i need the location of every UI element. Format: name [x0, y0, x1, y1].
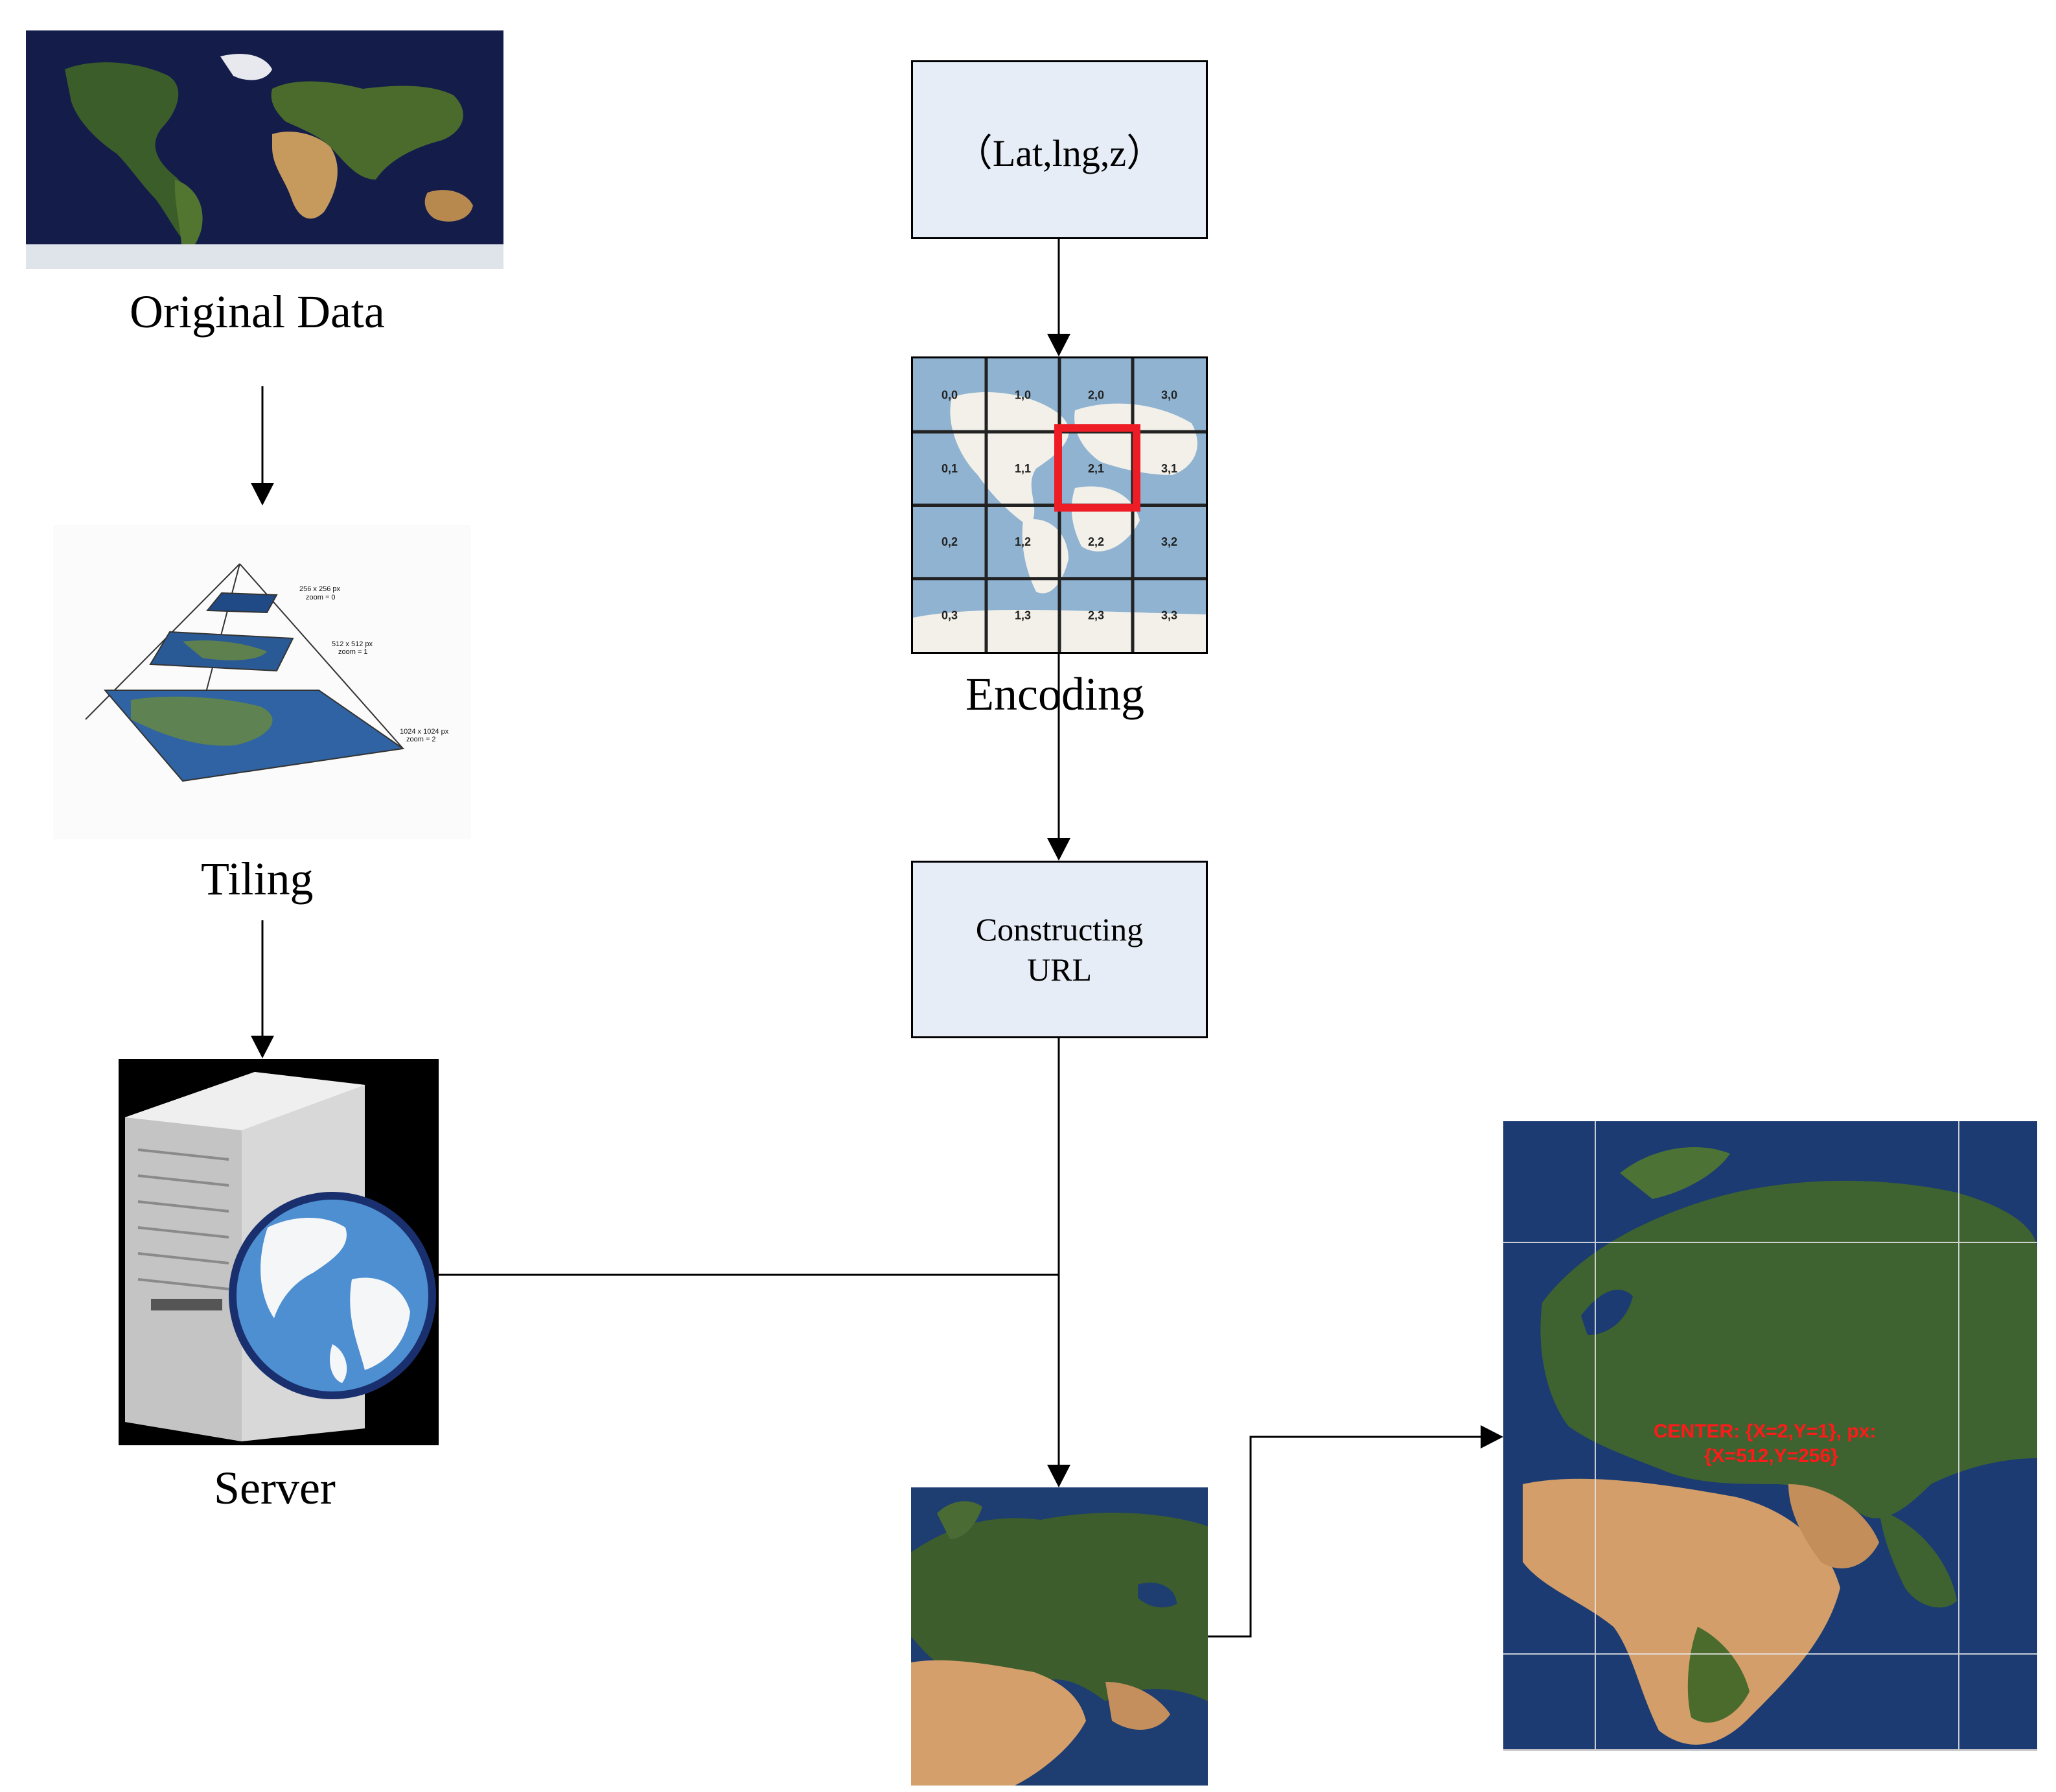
tile-label-0-0: 0,0 [941, 389, 958, 402]
tile-label-2-3: 2,3 [1088, 609, 1104, 622]
pyramid-level-2-zoom: zoom = 2 [406, 736, 436, 743]
constructing-url-line2: URL [1027, 951, 1092, 988]
tile-label-2-0: 2,0 [1088, 389, 1104, 402]
highlighted-tile-box [1054, 424, 1140, 512]
tile-label-0-1: 0,1 [941, 462, 958, 475]
arrowhead-latlng-to-encoding [1047, 334, 1070, 356]
server-icon [119, 1059, 439, 1445]
pyramid-level-1-zoom: zoom = 1 [338, 648, 368, 656]
tile-label-3-0: 3,0 [1161, 389, 1177, 402]
encoding-tile-grid: 0,0 1,0 2,0 3,0 0,1 1,1 2,1 3,1 0,2 1,2 2,2 3,2 0,3 1… [911, 356, 1208, 654]
tile-label-1-1: 1,1 [1015, 462, 1031, 475]
tile-label-0-3: 0,3 [941, 609, 958, 622]
fetched-tile-image [911, 1487, 1208, 1786]
arrowhead-encoding-to-url [1047, 838, 1070, 861]
server-label: Server [214, 1462, 336, 1514]
arrowhead-tile-to-result [1481, 1425, 1503, 1449]
tile-label-0-2: 0,2 [941, 535, 958, 548]
original-data-world-map [26, 30, 503, 269]
tile-label-3-3: 3,3 [1161, 609, 1177, 622]
arrowhead-url-to-tile [1047, 1465, 1070, 1487]
pyramid-level-1-size: 512 x 512 px [332, 640, 373, 648]
pyramid-level-0-size: 256 x 256 px [299, 585, 340, 593]
result-map-image: CENTER: {X=2,Y=1}, px: {X=512,Y=256} [1503, 1121, 2037, 1751]
constructing-url-box: Constructing URL [911, 861, 1208, 1038]
latlng-input-box: （Lat,lng,z） [911, 60, 1208, 239]
latlng-input-text: （Lat,lng,z） [954, 132, 1164, 174]
tile-label-1-2: 1,2 [1015, 535, 1031, 548]
pyramid-level-0 [205, 592, 278, 614]
tiling-pyramid-image: 256 x 256 px zoom = 0 512 x 512 px zoom … [53, 525, 471, 839]
tile-grid-landmass-3 [1071, 486, 1140, 552]
tile-label-3-2: 3,2 [1161, 535, 1177, 548]
tiling-label: Tiling [201, 853, 314, 905]
original-data-label: Original Data [130, 286, 385, 338]
arrow-tile-to-result [1207, 1436, 1484, 1638]
pyramid-level-2-size: 1024 x 1024 px [400, 728, 449, 736]
tile-grid-landmass-0 [950, 391, 1069, 527]
tile-grid-landmass-2 [1022, 519, 1068, 594]
result-center-annotation-line1: CENTER: {X=2,Y=1}, px: [1654, 1421, 1877, 1442]
result-center-annotation-line2: {X=512,Y=256} [1704, 1445, 1838, 1467]
tile-label-1-0: 1,0 [1015, 389, 1031, 402]
arrowhead-tiling-to-server [251, 1036, 274, 1058]
constructing-url-line1: Constructing [975, 911, 1144, 948]
pyramid-level-0-zoom: zoom = 0 [306, 594, 336, 601]
tile-label-1-3: 1,3 [1015, 609, 1031, 622]
tile-label-2-2: 2,2 [1088, 535, 1104, 548]
tile-label-2-1: 2,1 [1088, 462, 1104, 475]
arrowhead-original-to-tiling [251, 483, 274, 506]
tile-label-3-1: 3,1 [1161, 462, 1177, 475]
encoding-label: Encoding [965, 668, 1144, 720]
